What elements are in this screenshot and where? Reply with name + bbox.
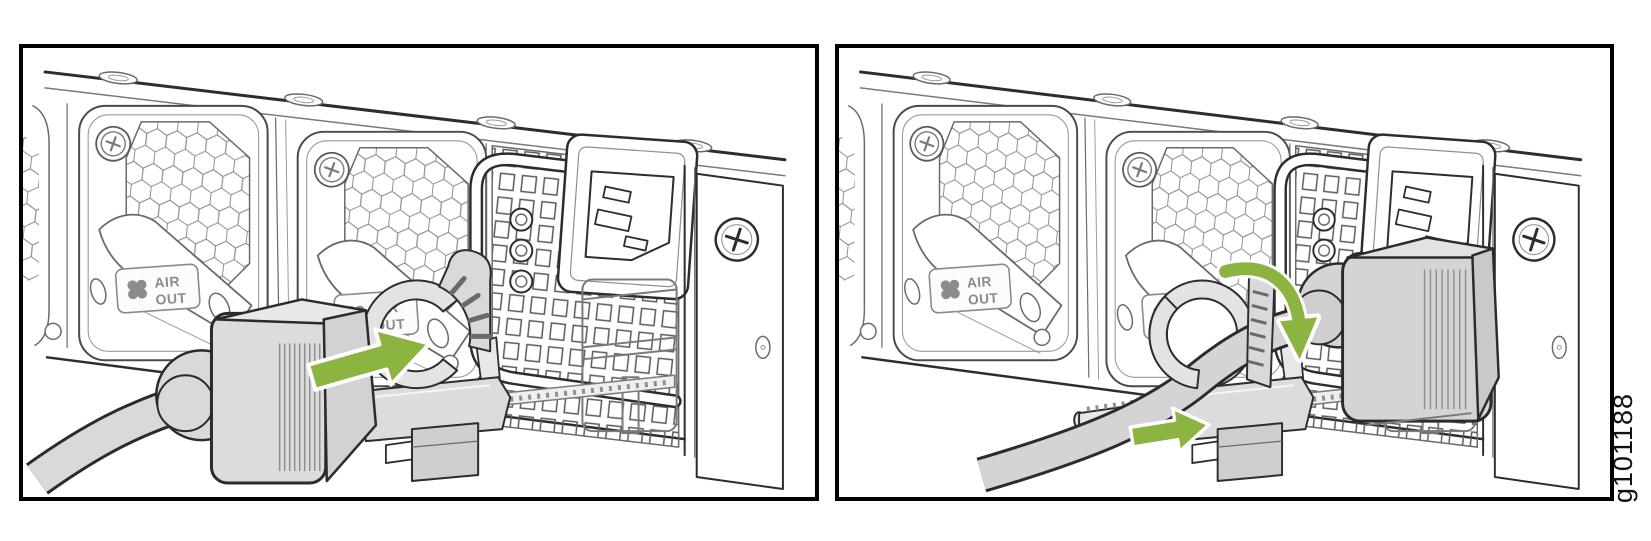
insert-arrow-shape bbox=[306, 327, 432, 392]
step-1-illustration bbox=[23, 48, 815, 497]
rotate-arrow-shaft bbox=[1219, 262, 1306, 336]
power-cord-plug bbox=[25, 298, 378, 495]
retainer-ratchet-band bbox=[438, 249, 492, 353]
slide-direction-arrow bbox=[1128, 406, 1211, 454]
insert-direction-arrow bbox=[306, 327, 432, 392]
panel-step-1 bbox=[19, 44, 819, 501]
figure-id-label: g101188 bbox=[1608, 392, 1638, 503]
rotate-arrow-head bbox=[1280, 317, 1318, 360]
panel-step-2 bbox=[835, 44, 1614, 501]
retainer-loop-front bbox=[1148, 295, 1201, 390]
slide-arrow-shape bbox=[1128, 406, 1211, 454]
power-plug-inserted bbox=[1291, 236, 1500, 427]
rotate-down-arrow bbox=[1216, 259, 1322, 364]
plug-grip-ridges bbox=[1423, 269, 1467, 410]
step-2-illustration bbox=[839, 48, 1610, 497]
ratchet-ribs bbox=[449, 275, 493, 339]
